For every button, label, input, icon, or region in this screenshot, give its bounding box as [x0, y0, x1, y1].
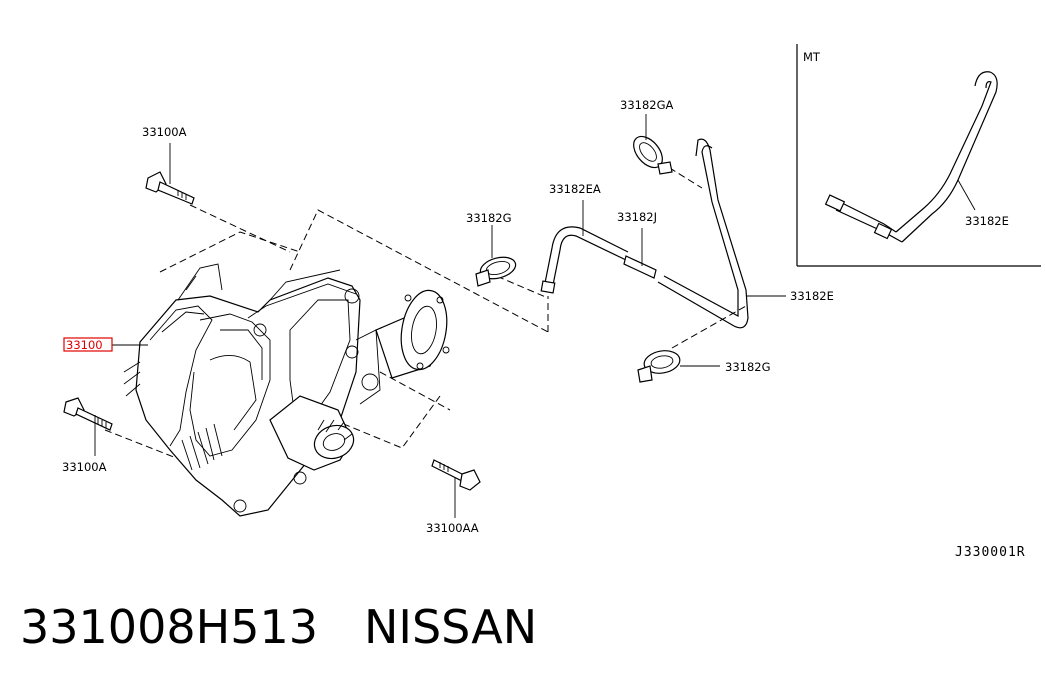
pipe-e-label: 33182E	[790, 289, 834, 303]
bolt-bottom-label: 33100A	[62, 460, 107, 474]
inset-pipe	[824, 71, 998, 243]
brand-name: NISSAN	[364, 600, 538, 654]
transfer-case	[123, 263, 450, 517]
bolt-front	[431, 459, 481, 518]
clamp-ga	[633, 114, 673, 175]
joint-j-label: 33182J	[617, 210, 657, 224]
clamp-g-upper	[475, 225, 517, 287]
mt-inset: MT 33182E	[796, 44, 1041, 267]
joint-j	[623, 228, 657, 279]
bolt-front-label: 33100AA	[426, 521, 479, 535]
part-number: 331008H513	[20, 600, 318, 654]
bolt-bottom	[63, 397, 113, 456]
hose-ea	[540, 200, 629, 294]
assembly-highlight[interactable]: 33100	[63, 337, 113, 352]
clamp-g-lower	[637, 350, 720, 383]
footer: 331008H513 NISSAN	[20, 600, 537, 654]
clamp-g-lower-label: 33182G	[725, 360, 771, 374]
clamp-ga-label: 33182GA	[620, 98, 673, 112]
reference-code: J330001R	[955, 545, 1026, 560]
hose-ea-label: 33182EA	[549, 182, 601, 196]
inset-pipe-label: 33182E	[965, 214, 1009, 228]
assembly-highlight-label[interactable]: 33100	[66, 338, 103, 352]
bolt-top	[145, 143, 195, 205]
bolt-top-label: 33100A	[142, 125, 187, 139]
pipe-e	[657, 138, 786, 329]
clamp-g-upper-label: 33182G	[466, 211, 512, 225]
inset-title: MT	[803, 50, 821, 64]
